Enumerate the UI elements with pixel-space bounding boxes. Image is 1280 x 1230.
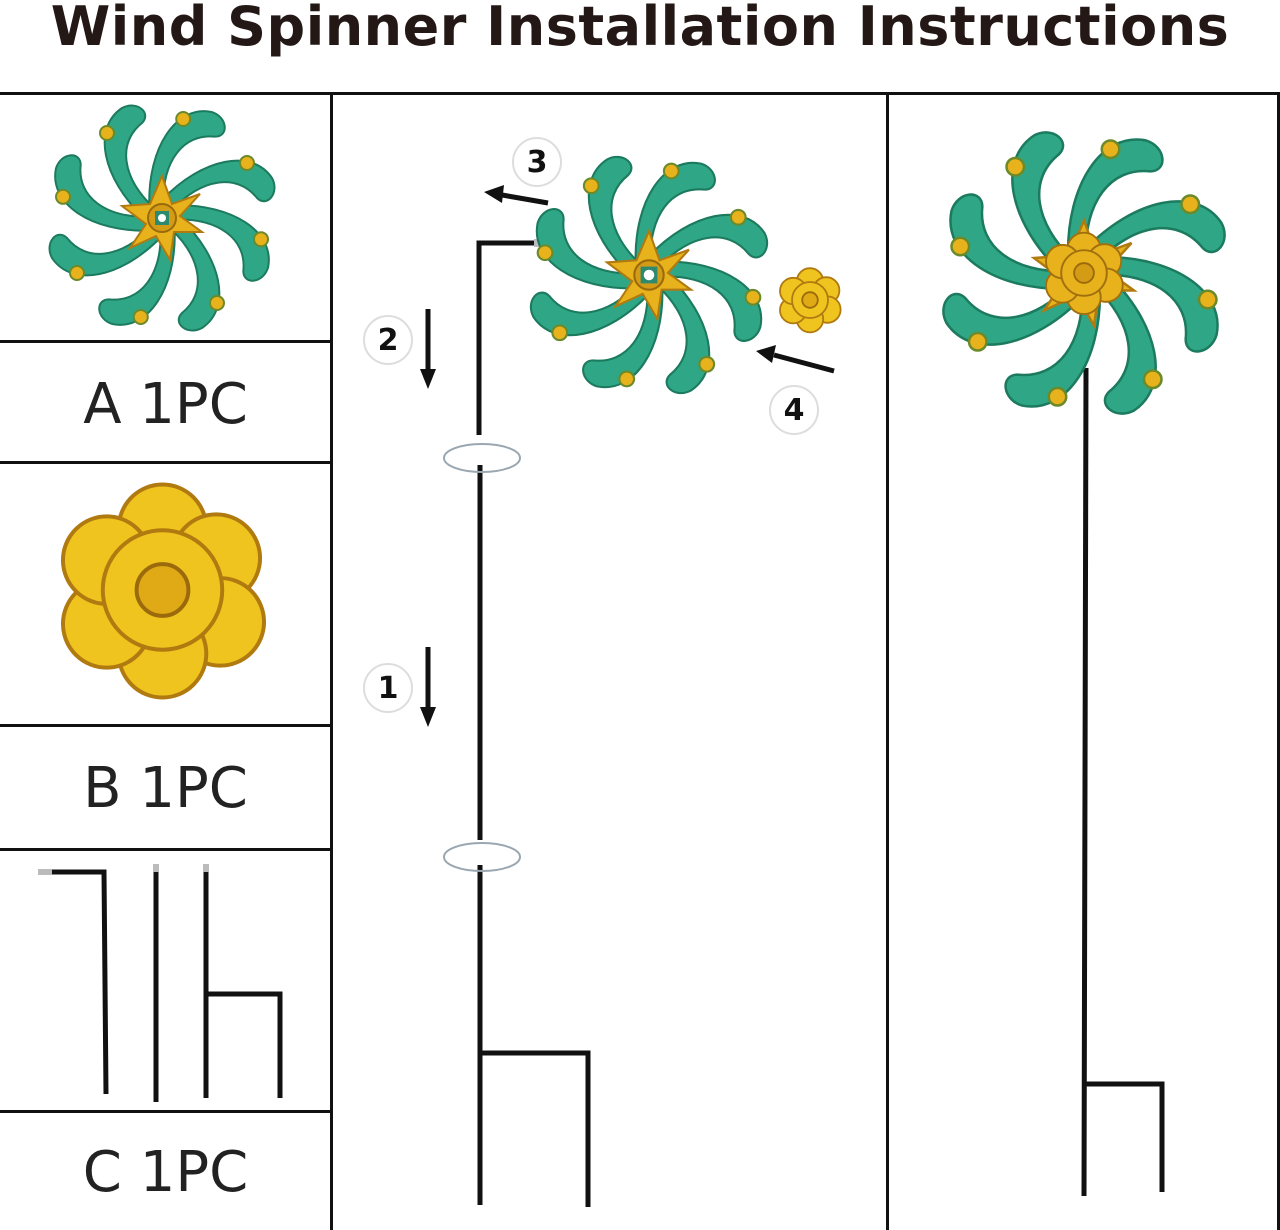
decorative-cap-icon [60,482,267,700]
frame-divider-2 [886,92,889,1230]
part-c-label: C 1PC [82,1140,249,1205]
assembled-spinner [892,98,1274,1197]
row-divider [0,340,331,343]
step-number: 2 [378,323,399,358]
assembly-diagram [420,95,842,1207]
step-number: 4 [784,393,805,428]
step-badge: 1 [363,663,413,713]
row-divider [0,848,331,851]
step-number: 3 [527,145,548,180]
frame-top [0,92,1280,95]
step-badge: 4 [769,385,819,435]
arrow-icon [420,185,835,727]
spinner-wheel-icon [40,100,284,336]
row-divider [0,724,331,727]
part-a-label: A 1PC [83,372,248,437]
step-number: 1 [378,671,399,706]
page-title: Wind Spinner Installation Instructions [50,0,1230,58]
rotate-icon [443,443,521,872]
part-b-label: B 1PC [83,756,248,821]
row-divider [0,1110,331,1113]
row-divider [0,461,331,464]
frame-divider-1 [330,92,333,1230]
step-badge: 3 [512,137,562,187]
step-badge: 2 [363,315,413,365]
stake-rods-icon [38,864,283,1102]
frame-right [1277,92,1280,1230]
